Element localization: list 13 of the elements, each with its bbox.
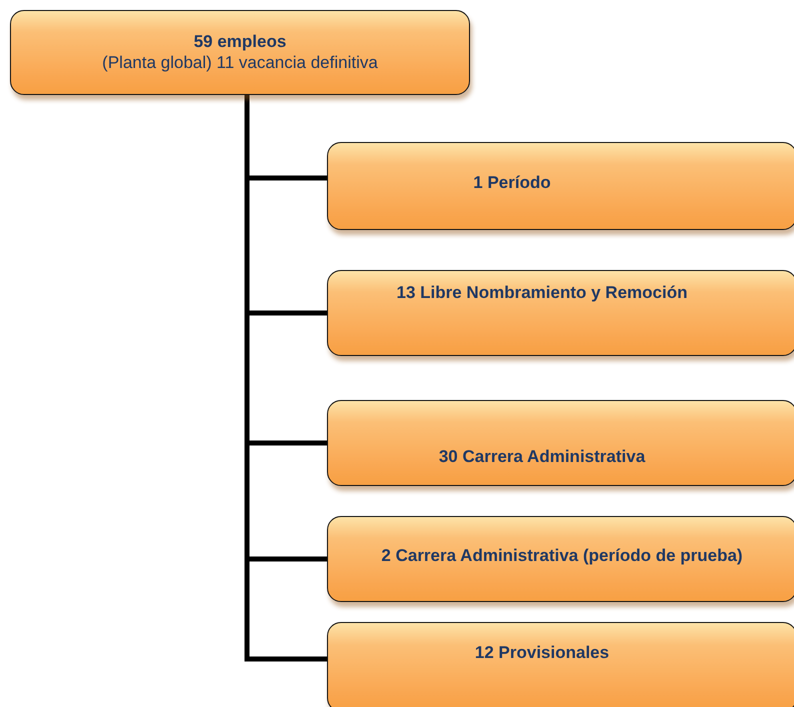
org-box — [327, 622, 794, 707]
org-box — [327, 142, 794, 230]
box-text: (Planta global) 11 vacancia definitiva — [102, 52, 378, 73]
box-text: 1 Período — [473, 173, 551, 194]
box-heading: 59 empleos — [194, 32, 286, 52]
org-box — [327, 270, 794, 356]
box-text: 13 Libre Nombramiento y Remoción — [396, 283, 688, 304]
box-text: 12 Provisionales — [474, 643, 610, 664]
box-text: 30 Carrera Administrativa — [438, 446, 646, 467]
org-box — [10, 10, 470, 95]
box-text: 2 Carrera Administrativa (período de prueba) — [381, 546, 743, 566]
org-box — [327, 400, 794, 486]
org-box — [327, 516, 794, 602]
